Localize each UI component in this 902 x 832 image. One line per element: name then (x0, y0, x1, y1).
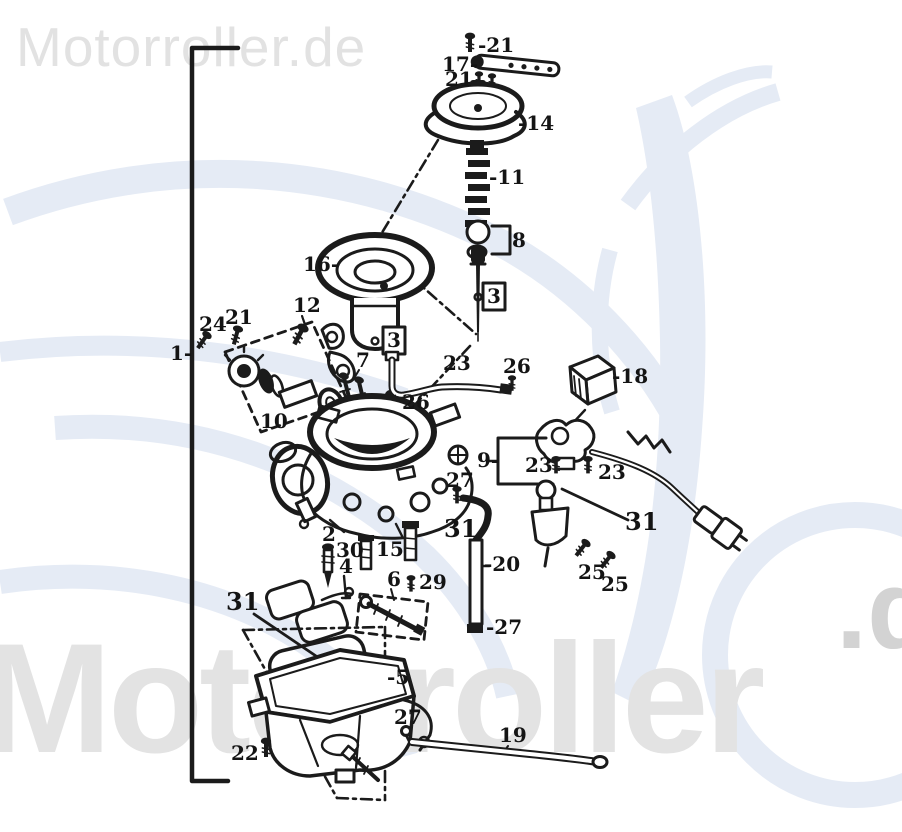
alignment-line (372, 242, 478, 336)
part-label-27: 27 (394, 705, 422, 729)
part-31-float-valve (530, 479, 630, 568)
part-label-15: 15 (376, 537, 404, 561)
part-label-23: 23 (525, 453, 553, 477)
part-label-1: 1- (170, 341, 192, 365)
part-label-24: 24 (199, 312, 227, 336)
part-label-22: 22 (231, 741, 259, 765)
part-3-needle (469, 262, 507, 342)
carburetor-diagram (189, 31, 748, 802)
part-label-16: 16- (303, 252, 339, 276)
part-label-5: -5 (387, 665, 409, 689)
part-9-assembly (487, 418, 748, 552)
part-label-31: 31 (226, 587, 259, 616)
carburetor-body (268, 393, 474, 540)
part-label-20: -20 (484, 552, 520, 576)
part-label-11: -11 (489, 165, 525, 189)
part-label-30: 30 (336, 538, 364, 562)
part-label-2: 2 (322, 522, 336, 546)
part-label-27: -27 (486, 615, 522, 639)
watermark-bottom-de: .de (836, 547, 902, 672)
part-label-14: -14 (518, 111, 554, 135)
part-float (265, 579, 355, 644)
part-29-screw (405, 574, 417, 593)
part-12-bracket (288, 315, 356, 384)
part-6-main-jet (354, 588, 430, 642)
leader-line-31-gasket (252, 612, 318, 658)
part-label-8: 8 (512, 228, 526, 252)
part-label-17: 17- (442, 52, 478, 76)
part-label-21: 21 (445, 67, 473, 91)
part-label-4: 4 (339, 554, 353, 578)
part-label-26: 26 (402, 390, 430, 414)
part-label-10: 10 (260, 409, 288, 433)
part-label-31: 31 (625, 507, 658, 536)
part-label-23: 23 (598, 460, 626, 484)
part-label-31: 31 (444, 514, 477, 543)
part-label-9: 9- (477, 448, 499, 472)
part-label-27: 27 (446, 468, 474, 492)
part-label-26: 26 (503, 354, 531, 378)
alignment-line (408, 344, 472, 412)
part-label-19: 19 (499, 723, 527, 747)
part-float-bowl (246, 648, 433, 784)
spring-zigzag (626, 430, 672, 454)
part-label-29: 29 (419, 570, 447, 594)
part-label-25: 25 (601, 572, 629, 596)
part-14-cover (423, 80, 527, 146)
part-1-bracket (189, 45, 241, 784)
part-21-screw-top (463, 31, 477, 53)
part-label-3: 3 (487, 284, 501, 308)
part-20-tube (459, 494, 492, 633)
part-19-hose (400, 725, 609, 769)
part-label-6: 6 (387, 567, 401, 591)
jets-cluster (321, 521, 419, 600)
part-label-18: -18 (612, 364, 648, 388)
part-label-23: 23 (443, 351, 471, 375)
part-25-screw-a (571, 536, 593, 560)
leader-line-12 (301, 315, 307, 328)
part-17-rod (470, 53, 561, 78)
part-18-cover (568, 354, 618, 426)
part-label-21: -21 (478, 33, 514, 57)
alignment-line (378, 138, 440, 238)
boxed-label-frame-3a (481, 281, 507, 312)
part-23-screw-b (582, 455, 594, 475)
part-8-seat (465, 219, 512, 263)
part-label-3: 3 (387, 328, 401, 352)
part-label-21: 21 (225, 305, 253, 329)
part-label-12: 12 (293, 293, 321, 317)
leader-line-31 (560, 487, 630, 522)
part-label-25: 25 (578, 560, 606, 584)
cable-connector (692, 505, 748, 552)
part-label-7: 7 (356, 348, 370, 372)
part-23-hose (384, 350, 513, 399)
scooter-front-apron (612, 95, 706, 706)
